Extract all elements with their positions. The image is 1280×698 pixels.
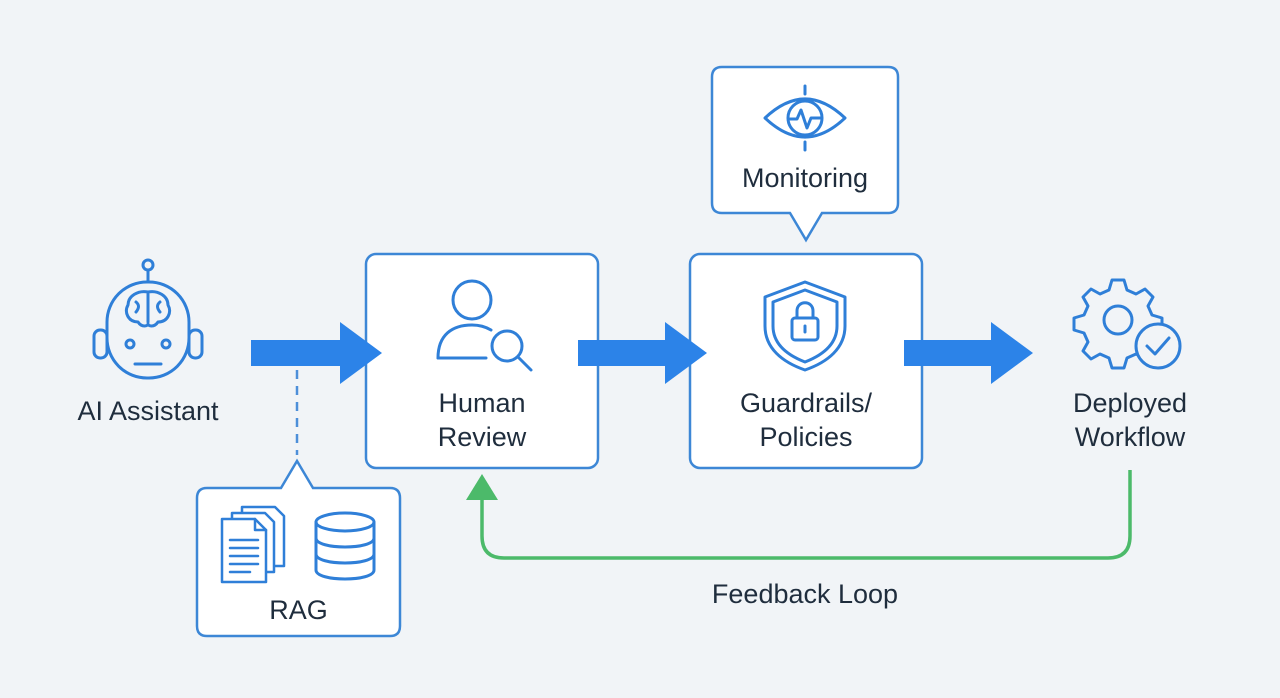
gear-check-icon: [1072, 278, 1182, 370]
flow-arrow-1: [251, 322, 382, 384]
flow-arrow-2: [578, 322, 707, 384]
ai-assistant-label: AI Assistant: [77, 396, 219, 426]
documents-icon: [220, 505, 286, 584]
feedback-arrowhead: [466, 474, 498, 500]
guardrails-label: Guardrails/ Policies: [739, 388, 873, 452]
feedback-loop-line: [480, 470, 1132, 560]
flow-arrow-3: [904, 322, 1033, 384]
rag-callout-box: [195, 458, 402, 638]
person-search-icon: [436, 279, 533, 372]
deployed-workflow-label: Deployed Workflow: [1072, 388, 1188, 452]
robot-brain-icon: [92, 258, 204, 380]
eye-pulse-icon: [763, 84, 847, 152]
rag-label: RAG: [269, 595, 328, 625]
monitoring-callout-box: [710, 65, 900, 243]
monitoring-label: Monitoring: [741, 163, 869, 193]
database-icon: [314, 511, 376, 581]
feedback-loop-label: Feedback Loop: [711, 579, 899, 609]
human-review-label: Human Review: [437, 388, 527, 452]
shield-lock-icon: [763, 280, 847, 372]
